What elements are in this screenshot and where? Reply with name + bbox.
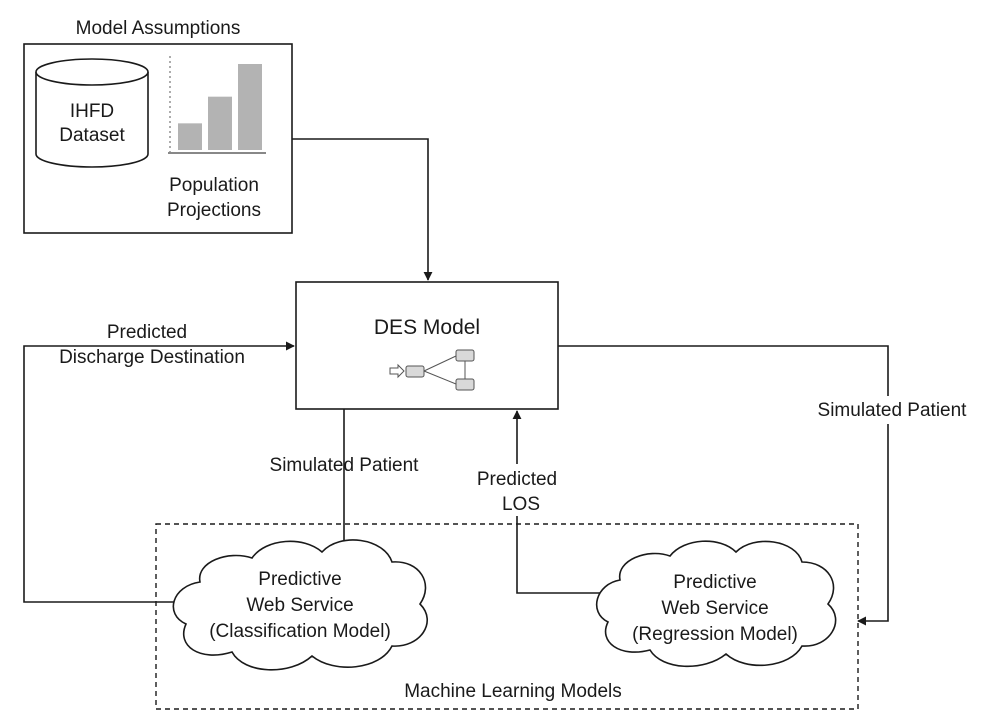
regression-service-node: Predictive Web Service (Regression Model…	[596, 540, 837, 668]
simulated-patient-right-label-bg	[806, 396, 976, 424]
predicted-los-label-line1: Predicted	[477, 469, 557, 490]
discharge-destination-arrow	[23, 341, 295, 603]
predicted-los-label-bg	[466, 464, 570, 516]
process-flow-icon	[389, 349, 475, 391]
population-label-line2: Projections	[167, 200, 261, 221]
regression-label-line3: (Regression Model)	[632, 624, 798, 645]
machine-learning-models-group: Machine Learning Models Predictive Web S…	[155, 523, 859, 710]
des-model-title: DES Model	[374, 316, 480, 339]
simulated-patient-right-label: Simulated Patient	[818, 400, 968, 421]
dataset-label-line1: IHFD	[70, 101, 114, 122]
ml-models-container	[155, 523, 859, 710]
chart-bar-2	[208, 96, 232, 150]
bar-chart-icon	[168, 56, 266, 154]
des-model-node: DES Model	[295, 281, 559, 410]
predicted-discharge-label-line1: Predicted	[107, 322, 187, 343]
chart-bar-1	[178, 123, 202, 150]
classification-label-line3: (Classification Model)	[209, 621, 391, 642]
des-model-box	[295, 281, 559, 410]
cloud-icon	[172, 539, 428, 671]
database-icon: IHFD Dataset	[35, 58, 149, 168]
model-assumptions-group: Model Assumptions IHFD Dataset Populatio…	[23, 18, 293, 234]
regression-label-line2: Web Service	[661, 598, 768, 619]
model-assumptions-title: Model Assumptions	[76, 18, 241, 39]
classification-label-line1: Predictive	[258, 569, 341, 590]
cloud-icon	[596, 540, 837, 668]
predicted-los-label-line2: LOS	[502, 494, 540, 515]
ml-models-title: Machine Learning Models	[404, 681, 622, 702]
simulated-patient-left-label: Simulated Patient	[270, 455, 420, 476]
classification-label-line2: Web Service	[246, 595, 353, 616]
regression-label-line1: Predictive	[673, 572, 756, 593]
population-label-line1: Population	[169, 175, 259, 196]
assumptions-to-des-arrow	[292, 138, 433, 281]
chart-bar-3	[238, 64, 262, 150]
classification-service-node: Predictive Web Service (Classification M…	[172, 539, 428, 671]
dataset-label-line2: Dataset	[59, 125, 125, 146]
simulated-patient-right-arrow	[558, 345, 889, 626]
predicted-discharge-label-line2: Discharge Destination	[59, 347, 245, 368]
